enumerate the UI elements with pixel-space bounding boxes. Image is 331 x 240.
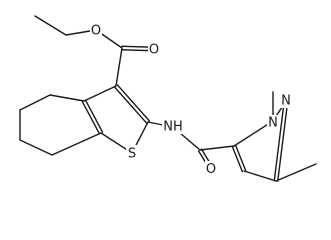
- bond-c5-n1: [233, 120, 274, 147]
- bond-c3-methyl: [275, 163, 317, 182]
- atom-amide-nh: NH: [162, 119, 184, 135]
- atom-label-o-carbonyl: O: [149, 43, 159, 58]
- bond-carbonyl-c3: [115, 47, 123, 87]
- bond-c3a-c7a-double-b: [81, 101, 101, 135]
- atom-ester-o-single: O: [90, 23, 102, 39]
- atom-amide-o: O: [205, 161, 217, 177]
- bond-c7-c7a: [51, 132, 102, 156]
- atom-label-n2: N: [281, 94, 291, 109]
- atom-label-o-amide: O: [206, 162, 216, 177]
- atom-ester-o-carbonyl: O: [148, 42, 160, 58]
- bond-c4-c5-double-b: [234, 144, 247, 172]
- atom-label-nh: NH: [163, 120, 183, 135]
- bond-amide-c-pyrazole: [199, 145, 235, 151]
- atom-pyrazole-n2: N: [280, 93, 292, 109]
- bond-c6-c7: [19, 139, 53, 156]
- bond-c3a-c7a-double-a: [84, 99, 104, 133]
- bond-n2-c3-double-b: [273, 100, 285, 182]
- bond-n2-c3-double-a: [277, 100, 289, 182]
- bond-c3-c3a: [83, 85, 117, 102]
- atom-pyrazole-n1: N: [267, 115, 279, 131]
- bond-c3a-c4: [49, 94, 85, 102]
- bond-ethyl-ch3-ch2: [34, 15, 67, 36]
- bond-c4-c5-double-a: [231, 145, 244, 173]
- atom-label-n1: N: [268, 116, 278, 131]
- atom-label-layer: O O S NH O N N: [90, 23, 292, 177]
- atom-thiophene-s: S: [126, 145, 138, 162]
- bond-layer: [19, 15, 317, 182]
- atom-label-s: S: [128, 147, 136, 162]
- bond-c4-c5: [19, 94, 51, 111]
- bond-c2-c3-double-a: [113, 86, 148, 124]
- bond-c3-c4-pyrazole: [243, 170, 277, 182]
- bond-c2-c3-double-b: [116, 84, 151, 122]
- atom-label-o-ester: O: [91, 24, 101, 39]
- molecule-structure: O O S NH O N N: [19, 15, 317, 182]
